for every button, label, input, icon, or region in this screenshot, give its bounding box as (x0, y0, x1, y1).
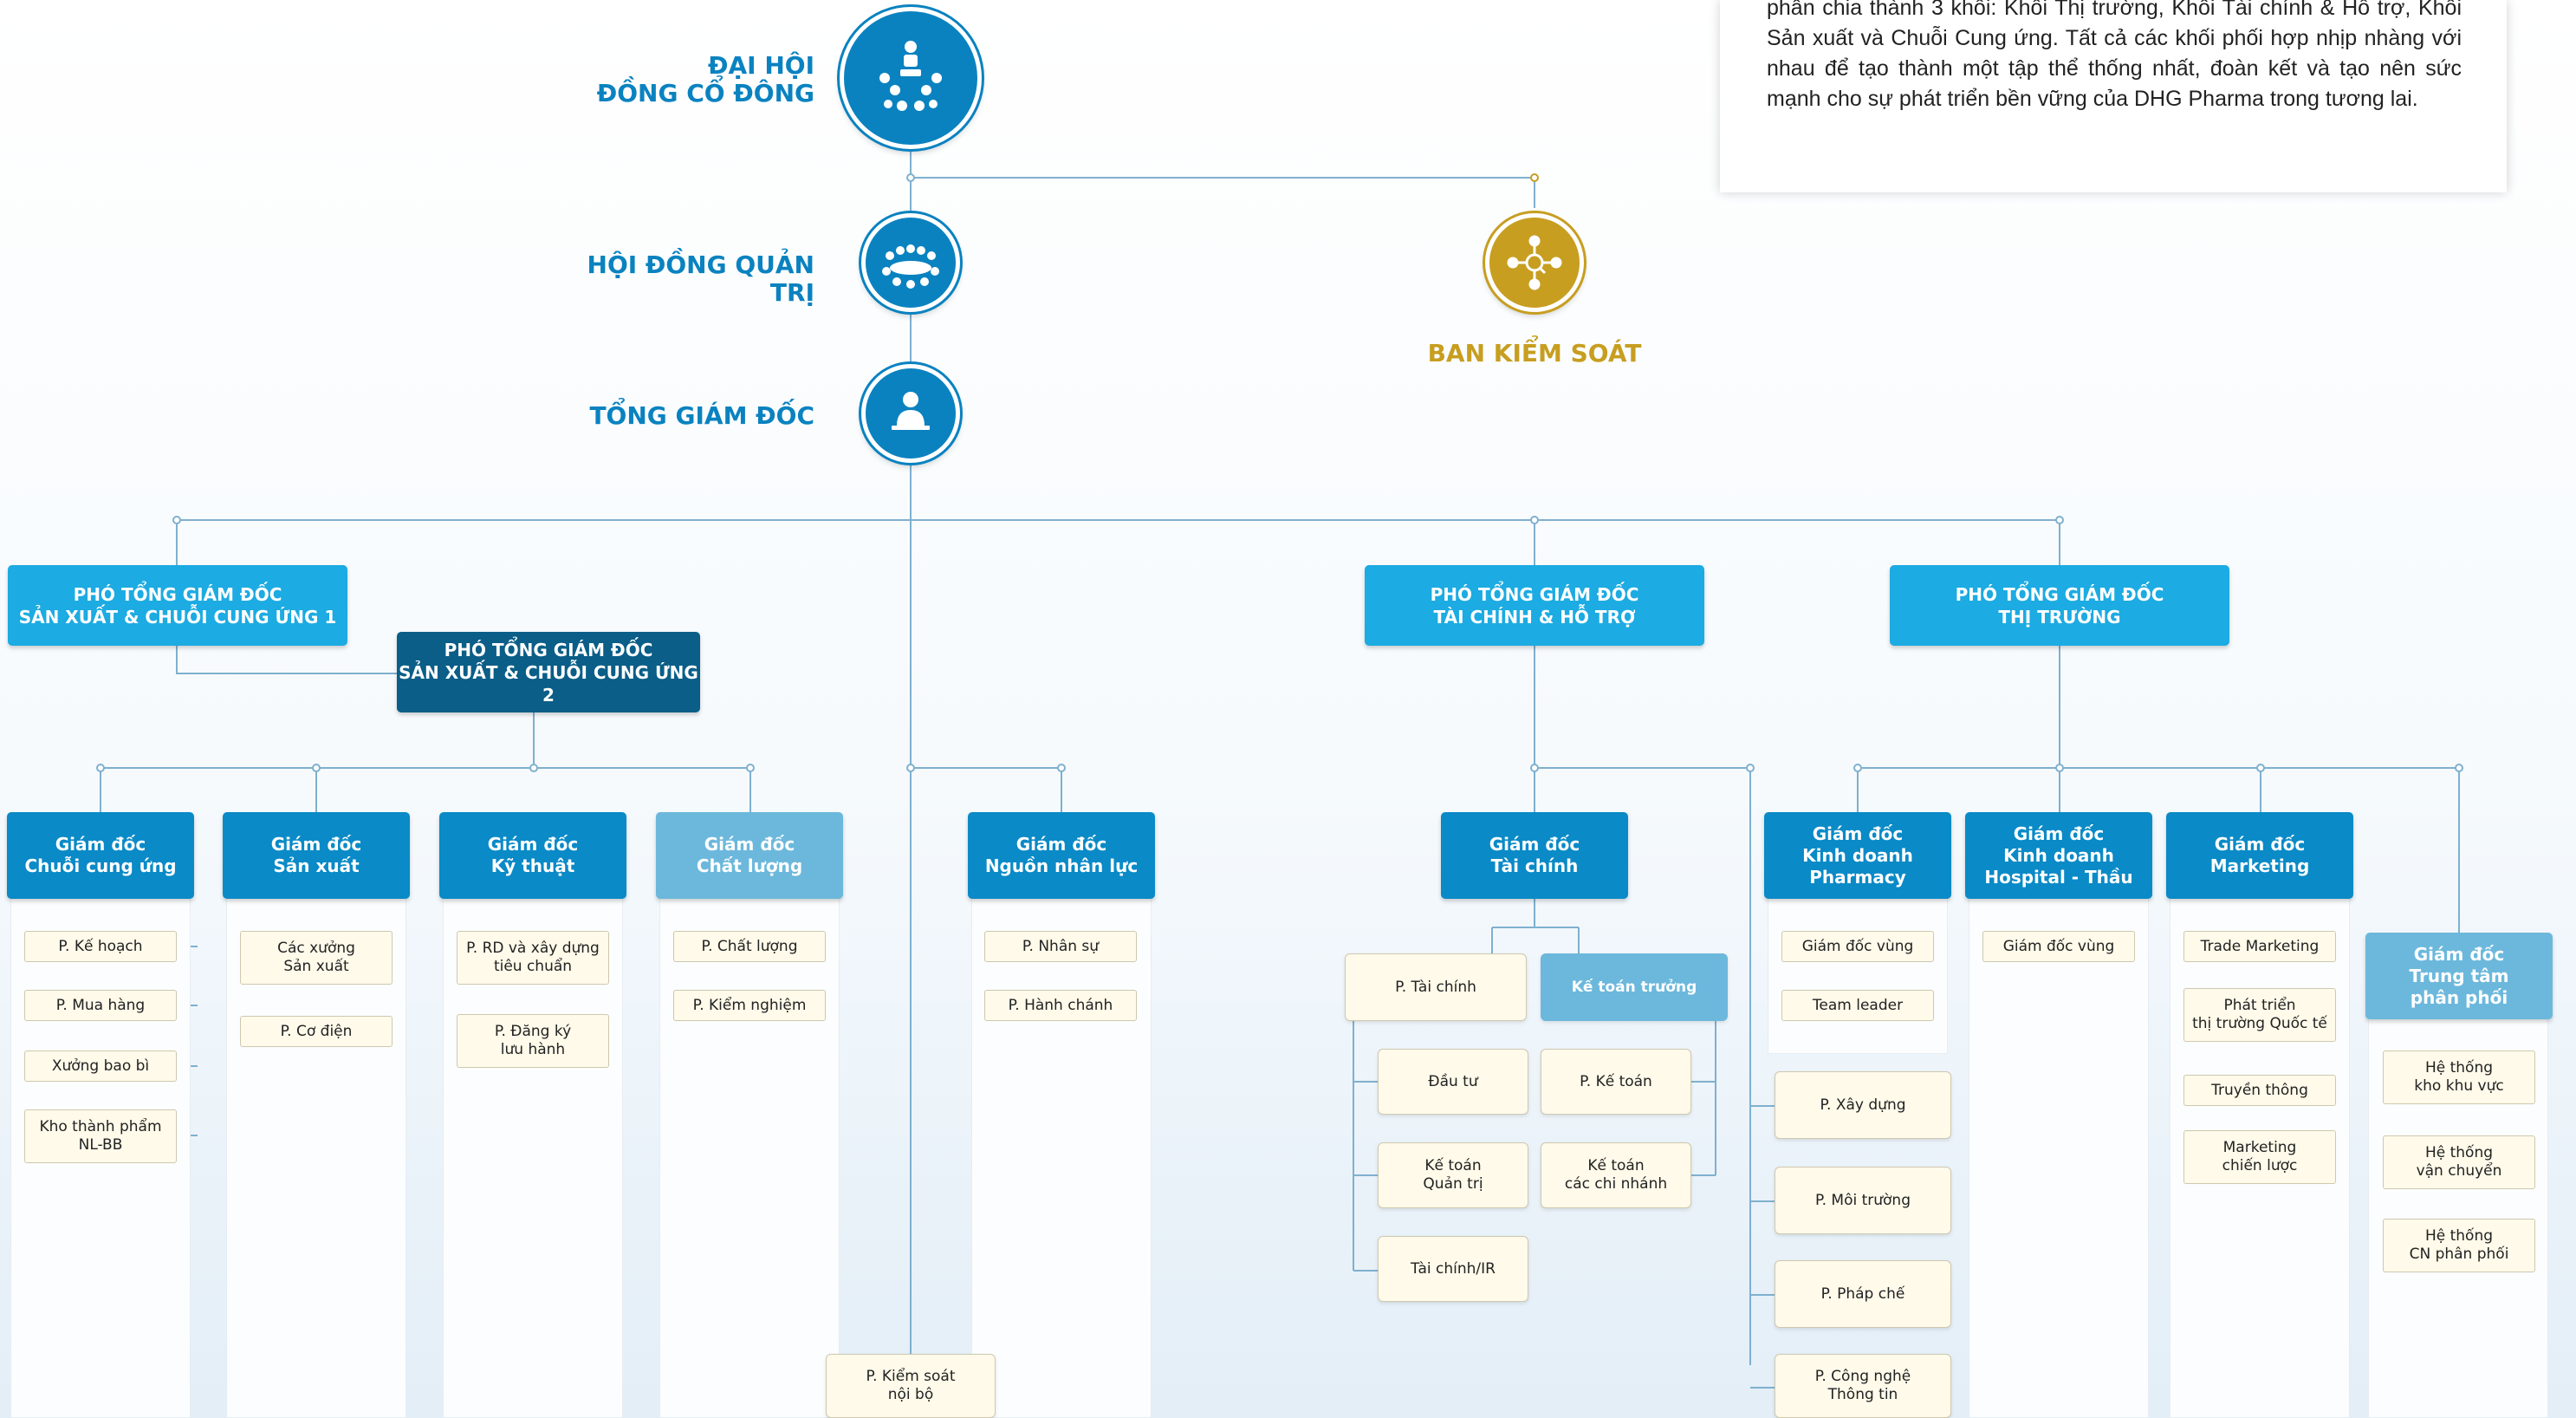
dept-finance-ir[interactable]: Tài chính/IR (1378, 1236, 1528, 1302)
director-technical[interactable]: Giám đốc Kỹ thuật (439, 812, 626, 899)
intro-paragraph: phân chia thành 3 khối: Khối Thị trường,… (1767, 0, 2462, 111)
column-panel (971, 898, 1152, 1418)
supervisory-board-label: BAN KIỂM SOÁT (1427, 339, 1642, 368)
dept-packaging-workshop[interactable]: Xưởng bao bì (24, 1050, 177, 1082)
boardroom-icon (861, 213, 960, 312)
dept-quality[interactable]: P. Chất lượng (673, 931, 826, 962)
vp-production-supply-1[interactable]: PHÓ TỔNG GIÁM ĐỐC SẢN XUẤT & CHUỖI CUNG … (8, 565, 347, 646)
column-panel (1969, 898, 2149, 1418)
dept-management-accounting[interactable]: Kế toán Quản trị (1378, 1142, 1528, 1208)
regional-director-pharmacy[interactable]: Giám đốc vùng (1781, 931, 1934, 962)
dept-finished-goods-warehouse[interactable]: Kho thành phẩm NL-BB (24, 1109, 177, 1163)
dept-trade-marketing[interactable]: Trade Marketing (2183, 931, 2336, 962)
dept-internal-audit[interactable]: P. Kiểm soát nội bộ (826, 1354, 996, 1418)
director-finance[interactable]: Giám đốc Tài chính (1441, 812, 1628, 899)
dept-branch-accounting[interactable]: Kế toán các chi nhánh (1541, 1142, 1691, 1208)
director-marketing[interactable]: Giám đốc Marketing (2166, 812, 2353, 899)
dept-planning[interactable]: P. Kế hoạch (24, 931, 177, 962)
director-quality[interactable]: Giám đốc Chất lượng (656, 812, 843, 899)
vp-production-supply-2[interactable]: PHÓ TỔNG GIÁM ĐỐC SẢN XUẤT & CHUỖI CUNG … (397, 632, 700, 712)
column-panel (1768, 898, 1948, 1054)
meeting-people-icon (840, 7, 982, 149)
dept-regional-warehouses[interactable]: Hệ thống kho khu vực (2383, 1050, 2535, 1104)
dept-legal[interactable]: P. Pháp chế (1775, 1260, 1951, 1328)
team-leader[interactable]: Team leader (1781, 990, 1934, 1021)
director-supply-chain[interactable]: Giám đốc Chuỗi cung ứng (7, 812, 194, 899)
vp-market[interactable]: PHÓ TỔNG GIÁM ĐỐC THỊ TRƯỜNG (1890, 565, 2229, 646)
dept-finance[interactable]: P. Tài chính (1345, 953, 1527, 1021)
director-sales-hospital[interactable]: Giám đốc Kinh doanh Hospital - Thầu (1965, 812, 2152, 899)
column-panel (659, 898, 840, 1418)
dept-production-workshops[interactable]: Các xưởng Sản xuất (240, 931, 393, 985)
director-production[interactable]: Giám đốc Sản xuất (223, 812, 410, 899)
board-label: HỘI ĐỒNG QUẢN TRỊ (587, 250, 814, 307)
dept-strategic-marketing[interactable]: Marketing chiến lược (2183, 1130, 2336, 1184)
dept-personnel[interactable]: P. Nhân sự (984, 931, 1137, 962)
director-distribution-center[interactable]: Giám đốc Trung tâm phân phối (2365, 933, 2553, 1019)
shareholders-label: ĐẠI HỘI ĐỒNG CỔ ĐÔNG (596, 51, 814, 107)
dept-purchasing[interactable]: P. Mua hàng (24, 990, 177, 1021)
dept-registration[interactable]: P. Đăng ký lưu hành (457, 1014, 609, 1068)
dept-distribution-branches[interactable]: Hệ thống CN phân phối (2383, 1219, 2535, 1272)
column-panel (443, 898, 623, 1418)
dept-administration[interactable]: P. Hành chánh (984, 990, 1137, 1021)
magnifier-network-icon (1485, 213, 1584, 312)
dept-international-market-dev[interactable]: Phát triển thị trường Quốc tế (2183, 988, 2336, 1042)
dept-environment[interactable]: P. Môi trường (1775, 1167, 1951, 1234)
dept-information-technology[interactable]: P. Công nghệ Thông tin (1775, 1354, 1951, 1418)
dept-investment[interactable]: Đầu tư (1378, 1049, 1528, 1115)
director-human-resources[interactable]: Giám đốc Nguồn nhân lực (968, 812, 1155, 899)
dept-mechanical-electrical[interactable]: P. Cơ điện (240, 1016, 393, 1047)
dept-testing[interactable]: P. Kiểm nghiệm (673, 990, 826, 1021)
dept-accounting[interactable]: P. Kế toán (1541, 1049, 1691, 1115)
dept-communications[interactable]: Truyền thông (2183, 1075, 2336, 1106)
director-sales-pharmacy[interactable]: Giám đốc Kinh doanh Pharmacy (1764, 812, 1951, 899)
dept-construction[interactable]: P. Xây dựng (1775, 1071, 1951, 1139)
executive-person-icon (861, 364, 960, 463)
vp-finance-support[interactable]: PHÓ TỔNG GIÁM ĐỐC TÀI CHÍNH & HỖ TRỢ (1365, 565, 1704, 646)
column-panel (226, 898, 406, 1418)
intro-text-box: phân chia thành 3 khối: Khối Thị trường,… (1720, 0, 2507, 192)
dept-rd-standards[interactable]: P. RD và xây dựng tiêu chuẩn (457, 931, 609, 985)
dept-transport-system[interactable]: Hệ thống vận chuyển (2383, 1135, 2535, 1189)
ceo-label: TỔNG GIÁM ĐỐC (589, 401, 814, 430)
chief-accountant[interactable]: Kế toán trưởng (1541, 953, 1728, 1021)
regional-director-hospital[interactable]: Giám đốc vùng (1982, 931, 2135, 962)
